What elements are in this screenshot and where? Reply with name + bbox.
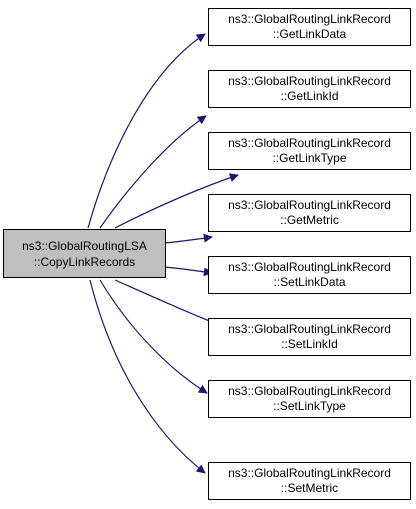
source-node-line1: ns3::GlobalRoutingLSA: [22, 239, 147, 253]
target-node-line2: ::GetMetric: [280, 213, 339, 227]
target-node-box: [208, 462, 411, 500]
target-node-set-metric[interactable]: ns3::GlobalRoutingLinkRecord ::SetMetric: [208, 462, 411, 500]
edge-to-get-link-id: [99, 115, 207, 229]
target-node-box: [208, 8, 411, 46]
edges: [87, 33, 241, 474]
target-node-line2: ::SetMetric: [281, 481, 338, 495]
target-node-line2: ::GetLinkType: [272, 151, 346, 165]
target-node-set-link-type[interactable]: ns3::GlobalRoutingLinkRecord ::SetLinkTy…: [208, 380, 411, 418]
target-node-get-link-data[interactable]: ns3::GlobalRoutingLinkRecord ::GetLinkDa…: [208, 8, 411, 46]
target-node-line2: ::SetLinkData: [273, 275, 345, 289]
edge-to-set-metric: [89, 279, 206, 474]
source-node[interactable]: ns3::GlobalRoutingLSA ::CopyLinkRecords: [3, 229, 166, 278]
target-node-box: [208, 194, 411, 232]
source-node-box: [3, 229, 166, 278]
source-node-line2: ::CopyLinkRecords: [34, 255, 135, 269]
target-node-set-link-data[interactable]: ns3::GlobalRoutingLinkRecord ::SetLinkDa…: [208, 256, 411, 294]
target-node-box: [208, 132, 411, 170]
target-node-line1: ns3::GlobalRoutingLinkRecord: [228, 466, 391, 480]
edge-to-set-link-data: [164, 266, 213, 277]
target-node-line1: ns3::GlobalRoutingLinkRecord: [228, 74, 391, 88]
target-node-line2: ::SetLinkType: [273, 399, 346, 413]
target-node-get-link-id[interactable]: ns3::GlobalRoutingLinkRecord ::GetLinkId: [208, 70, 411, 108]
edge-to-set-link-type: [99, 279, 208, 394]
edge-to-get-metric: [164, 233, 213, 244]
target-node-line2: ::GetLinkData: [273, 27, 347, 41]
target-node-get-metric[interactable]: ns3::GlobalRoutingLinkRecord ::GetMetric: [208, 194, 411, 232]
target-node-set-link-id[interactable]: ns3::GlobalRoutingLinkRecord ::SetLinkId: [208, 318, 411, 356]
edge-to-get-link-type: [114, 173, 239, 229]
target-node-line1: ns3::GlobalRoutingLinkRecord: [228, 260, 391, 274]
target-node-line1: ns3::GlobalRoutingLinkRecord: [228, 136, 391, 150]
target-node-line1: ns3::GlobalRoutingLinkRecord: [228, 198, 391, 212]
target-node-line1: ns3::GlobalRoutingLinkRecord: [228, 12, 391, 26]
target-node-box: [208, 256, 411, 294]
target-node-get-link-type[interactable]: ns3::GlobalRoutingLinkRecord ::GetLinkTy…: [208, 132, 411, 170]
target-node-box: [208, 380, 411, 418]
target-node-box: [208, 70, 411, 108]
target-node-line1: ns3::GlobalRoutingLinkRecord: [228, 384, 391, 398]
edge-to-get-link-data: [87, 33, 206, 229]
target-nodes: ns3::GlobalRoutingLinkRecord ::GetLinkDa…: [208, 8, 411, 500]
target-node-line2: ::GetLinkId: [280, 89, 338, 103]
target-node-line1: ns3::GlobalRoutingLinkRecord: [228, 322, 391, 336]
target-node-line2: ::SetLinkId: [281, 337, 338, 351]
target-node-box: [208, 318, 411, 356]
